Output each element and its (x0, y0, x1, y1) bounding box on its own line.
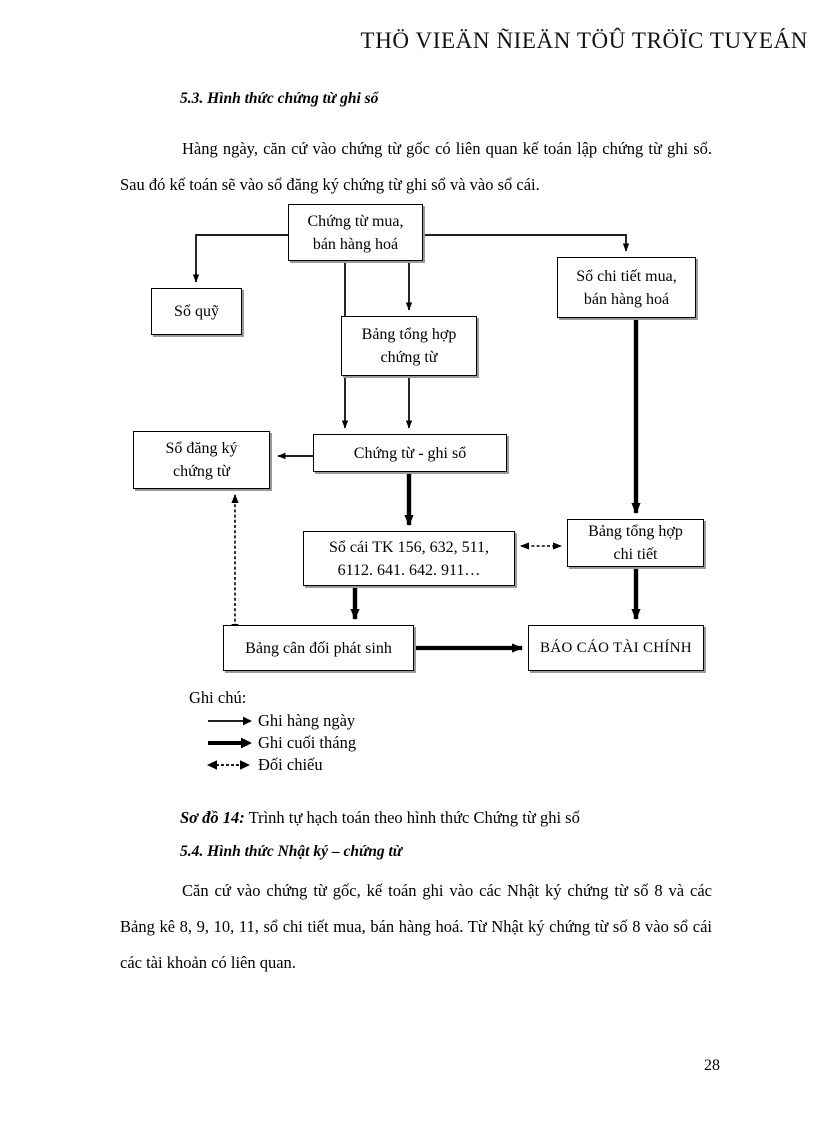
section-heading-5-4: 5.4. Hình thức Nhật ký – chứng từ (180, 843, 403, 860)
legend-label: Ghi cuối tháng (258, 733, 357, 752)
node-so-dang-ky-chung-tu: Sổ đăng ký chứng từ (133, 431, 270, 489)
node-bang-can-doi-phat-sinh: Bảng cân đối phát sinh (223, 625, 414, 671)
figure-caption: Sơ đồ 14: Trình tự hạch toán theo hình t… (180, 808, 580, 828)
node-bao-cao-tai-chinh: BÁO CÁO TÀI CHÍNH (528, 625, 704, 671)
node-line-2: chi tiết (613, 546, 658, 563)
node-line-2: chứng từ (380, 349, 438, 366)
double-arrow-icon (207, 757, 253, 773)
node-label: Sổ quỹ (174, 303, 219, 320)
node-chung-tu-mua-ban-hang-hoa: Chứng từ mua, bán hàng hoá (288, 204, 423, 261)
node-bang-tong-hop-chung-tu: Bảng tổng hợp chứng từ (341, 316, 477, 376)
edge-chungtu-to-soquy (192, 234, 288, 283)
node-line-1: Sổ cái TK 156, 632, 511, (329, 538, 489, 556)
figure-caption-text: Trình tự hạch toán theo hình thức Chứng … (244, 808, 580, 827)
legend-title: Ghi chú: (189, 688, 247, 707)
node-so-quy: Sổ quỹ (151, 288, 242, 335)
section-heading-5-3: 5.3. Hình thức chứng từ ghi sổ (180, 90, 379, 107)
node-line-1: Sổ đăng ký (165, 440, 238, 457)
node-line-2: bán hàng hoá (583, 290, 670, 308)
legend-label: Đối chiếu (258, 755, 323, 774)
node-bang-tong-hop-chi-tiet: Bảng tổng hợp chi tiết (567, 519, 704, 567)
thick-arrow-icon (207, 735, 253, 751)
node-chung-tu-ghi-so: Chứng từ - ghi sổ (313, 434, 507, 472)
node-label: BÁO CÁO TÀI CHÍNH (540, 639, 692, 656)
section-paragraph-5-3: Hàng ngày, căn cứ vào chứng từ gốc có li… (120, 139, 712, 194)
legend-item-daily: Ghi hàng ngày (207, 710, 356, 732)
node-so-cai-tk: Sổ cái TK 156, 632, 511, 6112. 641. 642.… (303, 531, 515, 586)
node-line-1: Sổ chi tiết mua, (576, 267, 677, 285)
edge-chungtu-to-sochitiet (423, 234, 630, 252)
node-line-2: bán hàng hoá (312, 235, 399, 253)
node-label: Chứng từ - ghi sổ (353, 444, 467, 462)
legend-item-monthly: Ghi cuối tháng (207, 732, 356, 754)
node-label: Bảng cân đối phát sinh (245, 639, 392, 657)
node-so-chi-tiet-mua-ban-hang-hoa: Sổ chi tiết mua, bán hàng hoá (557, 257, 696, 318)
figure-caption-label: Sơ đồ 14: (180, 808, 245, 827)
node-line-1: Bảng tổng hợp (361, 326, 457, 343)
node-line-1: Chứng từ mua, (307, 212, 404, 230)
node-line-1: Bảng tổng hợp (588, 523, 683, 540)
legend-item-reconcile: Đối chiếu (207, 754, 356, 776)
page-header-watermark: THÖ VIEÄN ÑIEÄN TÖÛ TRÖÏC TUYEÁN (360, 28, 808, 53)
node-line-2: 6112. 641. 642. 911… (337, 561, 481, 579)
node-line-2: chứng từ (173, 463, 230, 480)
legend-label: Ghi hàng ngày (258, 711, 356, 730)
diagram-legend: Ghi chú: Ghi hàng ngày Ghi cuối tháng (189, 688, 356, 776)
page-number: 28 (704, 1057, 720, 1074)
thin-arrow-icon (207, 713, 253, 729)
section-paragraph-5-4: Căn cứ vào chứng từ gốc, kế toán ghi vào… (120, 881, 712, 972)
